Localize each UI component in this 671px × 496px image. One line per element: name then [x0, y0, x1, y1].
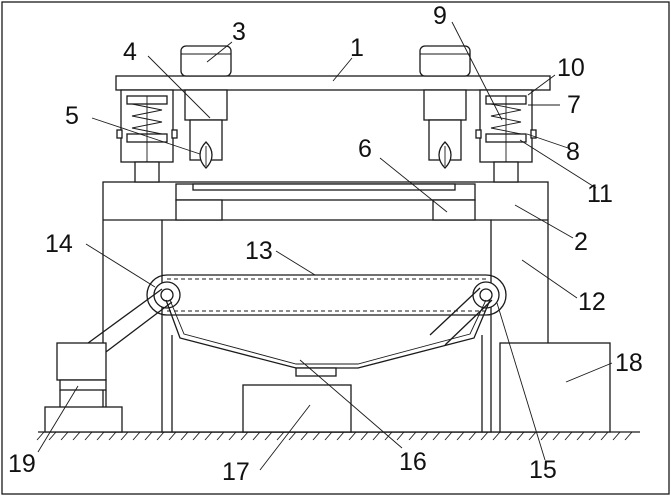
ground-hatch-line [408, 431, 417, 441]
ground-hatch-line [600, 431, 609, 441]
ground-hatch-line [120, 431, 129, 441]
ground-hatch-line [528, 431, 537, 441]
right-cutter-assembly [423, 89, 467, 169]
ground-hatch-line [516, 431, 525, 441]
ground-hatch-line [204, 431, 213, 441]
ground-hatch-line [612, 431, 621, 441]
label-13: 13 [245, 237, 273, 265]
label-8: 8 [566, 138, 580, 166]
label-2: 2 [574, 228, 588, 256]
ground-hatch-line [624, 431, 633, 441]
ground-hatch-line [264, 431, 273, 441]
ground-hatch-line [36, 431, 45, 441]
label-10: 10 [557, 54, 585, 82]
label-1: 1 [350, 34, 364, 62]
ground-hatch-line [456, 431, 465, 441]
right-spring-column [475, 89, 537, 183]
ground-hatch-line [192, 431, 201, 441]
ground-hatch-line [60, 431, 69, 441]
ground-hatch-line [396, 431, 405, 441]
ground-hatch-line [564, 431, 573, 441]
ground-hatch-line [492, 431, 501, 441]
right-support-link [429, 287, 493, 346]
ground-hatch-line [288, 431, 297, 441]
ground-hatch-line [336, 431, 345, 441]
ground-hatch-line [72, 431, 81, 441]
ground-hatch-line [168, 431, 177, 441]
ground-hatch-line [468, 431, 477, 441]
ground-hatch-line [144, 431, 153, 441]
leader-lines [37, 21, 613, 471]
collecting-hopper [165, 299, 491, 377]
ground-hatch-line [444, 431, 453, 441]
ground-hatch-line [240, 431, 249, 441]
collection-box [242, 384, 352, 433]
ground-hatch-line [84, 431, 93, 441]
ground-hatch-line [156, 431, 165, 441]
ground-hatch-line [252, 431, 261, 441]
ground-hatch-line [180, 431, 189, 441]
label-19: 19 [8, 450, 36, 478]
label-6: 6 [358, 135, 372, 163]
ground-hatch-line [48, 431, 57, 441]
top-plate [115, 75, 551, 91]
label-3: 3 [232, 18, 246, 46]
label-7: 7 [567, 91, 581, 119]
work-table [175, 183, 476, 221]
ground-hatch-line [300, 431, 309, 441]
ground-hatch-line [96, 431, 105, 441]
ground-hatch-line [540, 431, 549, 441]
ground-hatch-line [504, 431, 513, 441]
ground-hatch-line [576, 431, 585, 441]
label-5: 5 [65, 102, 79, 130]
ground-hatch-line [276, 431, 285, 441]
label-16: 16 [399, 448, 427, 476]
conveyor-belt [167, 274, 486, 316]
drive-motor [44, 342, 123, 433]
ground-hatch-line [228, 431, 237, 441]
ground-hatch-line [216, 431, 225, 441]
ground-hatch-line [348, 431, 357, 441]
label-17: 17 [222, 458, 250, 486]
ground-hatch-line [552, 431, 561, 441]
label-9: 9 [433, 2, 447, 30]
ground-hatch-line [588, 431, 597, 441]
label-18: 18 [615, 349, 643, 377]
label-4: 4 [123, 38, 137, 66]
control-cabinet [499, 342, 611, 433]
labels: 3 4 1 5 6 9 10 7 8 11 2 12 13 14 15 16 1… [8, 2, 643, 486]
ground-hatch-line [108, 431, 117, 441]
ground-hatch-line [480, 431, 489, 441]
label-12: 12 [578, 288, 606, 316]
ground-hatch-line [420, 431, 429, 441]
ground-hatch-line [132, 431, 141, 441]
label-11: 11 [587, 180, 613, 208]
left-spring-column [116, 89, 178, 183]
left-motor [180, 45, 232, 77]
ground-hatch-line [372, 431, 381, 441]
ground [36, 431, 640, 441]
ground-hatch-line [312, 431, 321, 441]
ground-hatch-line [324, 431, 333, 441]
right-motor [419, 45, 471, 77]
ground-hatch-line [360, 431, 369, 441]
left-cutter-assembly [184, 89, 228, 169]
label-14: 14 [45, 230, 73, 258]
ground-hatch-line [432, 431, 441, 441]
label-15: 15 [529, 456, 557, 484]
